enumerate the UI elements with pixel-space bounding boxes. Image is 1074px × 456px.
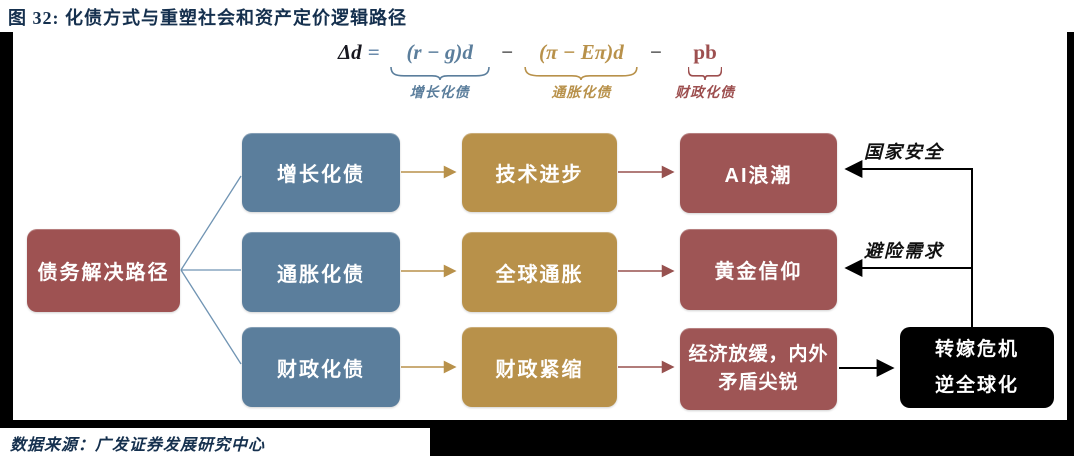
debt-node-fiscal: 财政化债 xyxy=(242,327,400,407)
gold-arrows xyxy=(401,165,457,374)
underbrace-inflation-icon xyxy=(524,67,638,80)
formula-lhs: Δd xyxy=(338,40,362,64)
feedback-label-hedging-demand: 避险需求 xyxy=(864,241,944,261)
sink-node-crisis-deglobalization: 转嫁危机 逆全球化 xyxy=(900,327,1054,408)
debt-dynamics-formula: Δd = (r − g)d 增长化债 − (π − Eπ)d 通胀化债 − pb… xyxy=(338,38,741,102)
formula-label-growth: 增长化债 xyxy=(409,86,470,101)
root-node-debt-resolution-path: 债务解决路径 xyxy=(27,229,180,312)
asset-node-gold-faith: 黄金信仰 xyxy=(680,229,837,310)
red-arrows xyxy=(618,165,675,374)
underbrace-fiscal-icon xyxy=(688,67,722,80)
formula-expr-growth: (r − g)d xyxy=(406,40,473,64)
minus-sign: − xyxy=(649,40,663,64)
fan-lines xyxy=(180,175,242,365)
formula-label-fiscal: 财政化债 xyxy=(675,86,736,101)
driver-node-global-inflation: 全球通胀 xyxy=(462,232,617,312)
debt-node-inflation: 通胀化债 xyxy=(242,232,400,312)
equals-sign: = xyxy=(367,40,380,64)
feedback-label-national-security: 国家安全 xyxy=(864,142,944,162)
formula-term-growth: (r − g)d 增长化债 xyxy=(386,38,494,102)
figure-title: 图 32: 化债方式与重塑社会和资产定价逻辑路径 xyxy=(8,8,407,28)
underbrace-growth-icon xyxy=(390,67,490,80)
page-edge-right xyxy=(1067,32,1074,456)
asset-node-ai-wave: AI浪潮 xyxy=(680,133,837,213)
driver-node-tech-progress: 技术进步 xyxy=(462,133,617,212)
minus-sign: − xyxy=(500,40,514,64)
page-edge-corner xyxy=(430,420,1074,456)
formula-expr-inflation: (π − Eπ)d xyxy=(539,40,624,64)
driver-node-fiscal-tightening: 财政紧缩 xyxy=(462,327,617,407)
formula-term-inflation: (π − Eπ)d 通胀化债 xyxy=(520,38,642,102)
source-note: 数据来源：广发证券发展研究中心 xyxy=(10,437,266,454)
formula-label-inflation: 通胀化债 xyxy=(551,86,612,101)
formula-term-fiscal: pb 财政化债 xyxy=(669,38,741,102)
page-edge-left xyxy=(0,32,13,420)
debt-node-growth: 增长化债 xyxy=(242,133,400,212)
feedback-arrow-national-security xyxy=(844,160,973,327)
formula-expr-fiscal: pb xyxy=(693,40,717,64)
asset-node-economic-slowdown: 经济放缓，内外 矛盾尖锐 xyxy=(680,328,837,410)
